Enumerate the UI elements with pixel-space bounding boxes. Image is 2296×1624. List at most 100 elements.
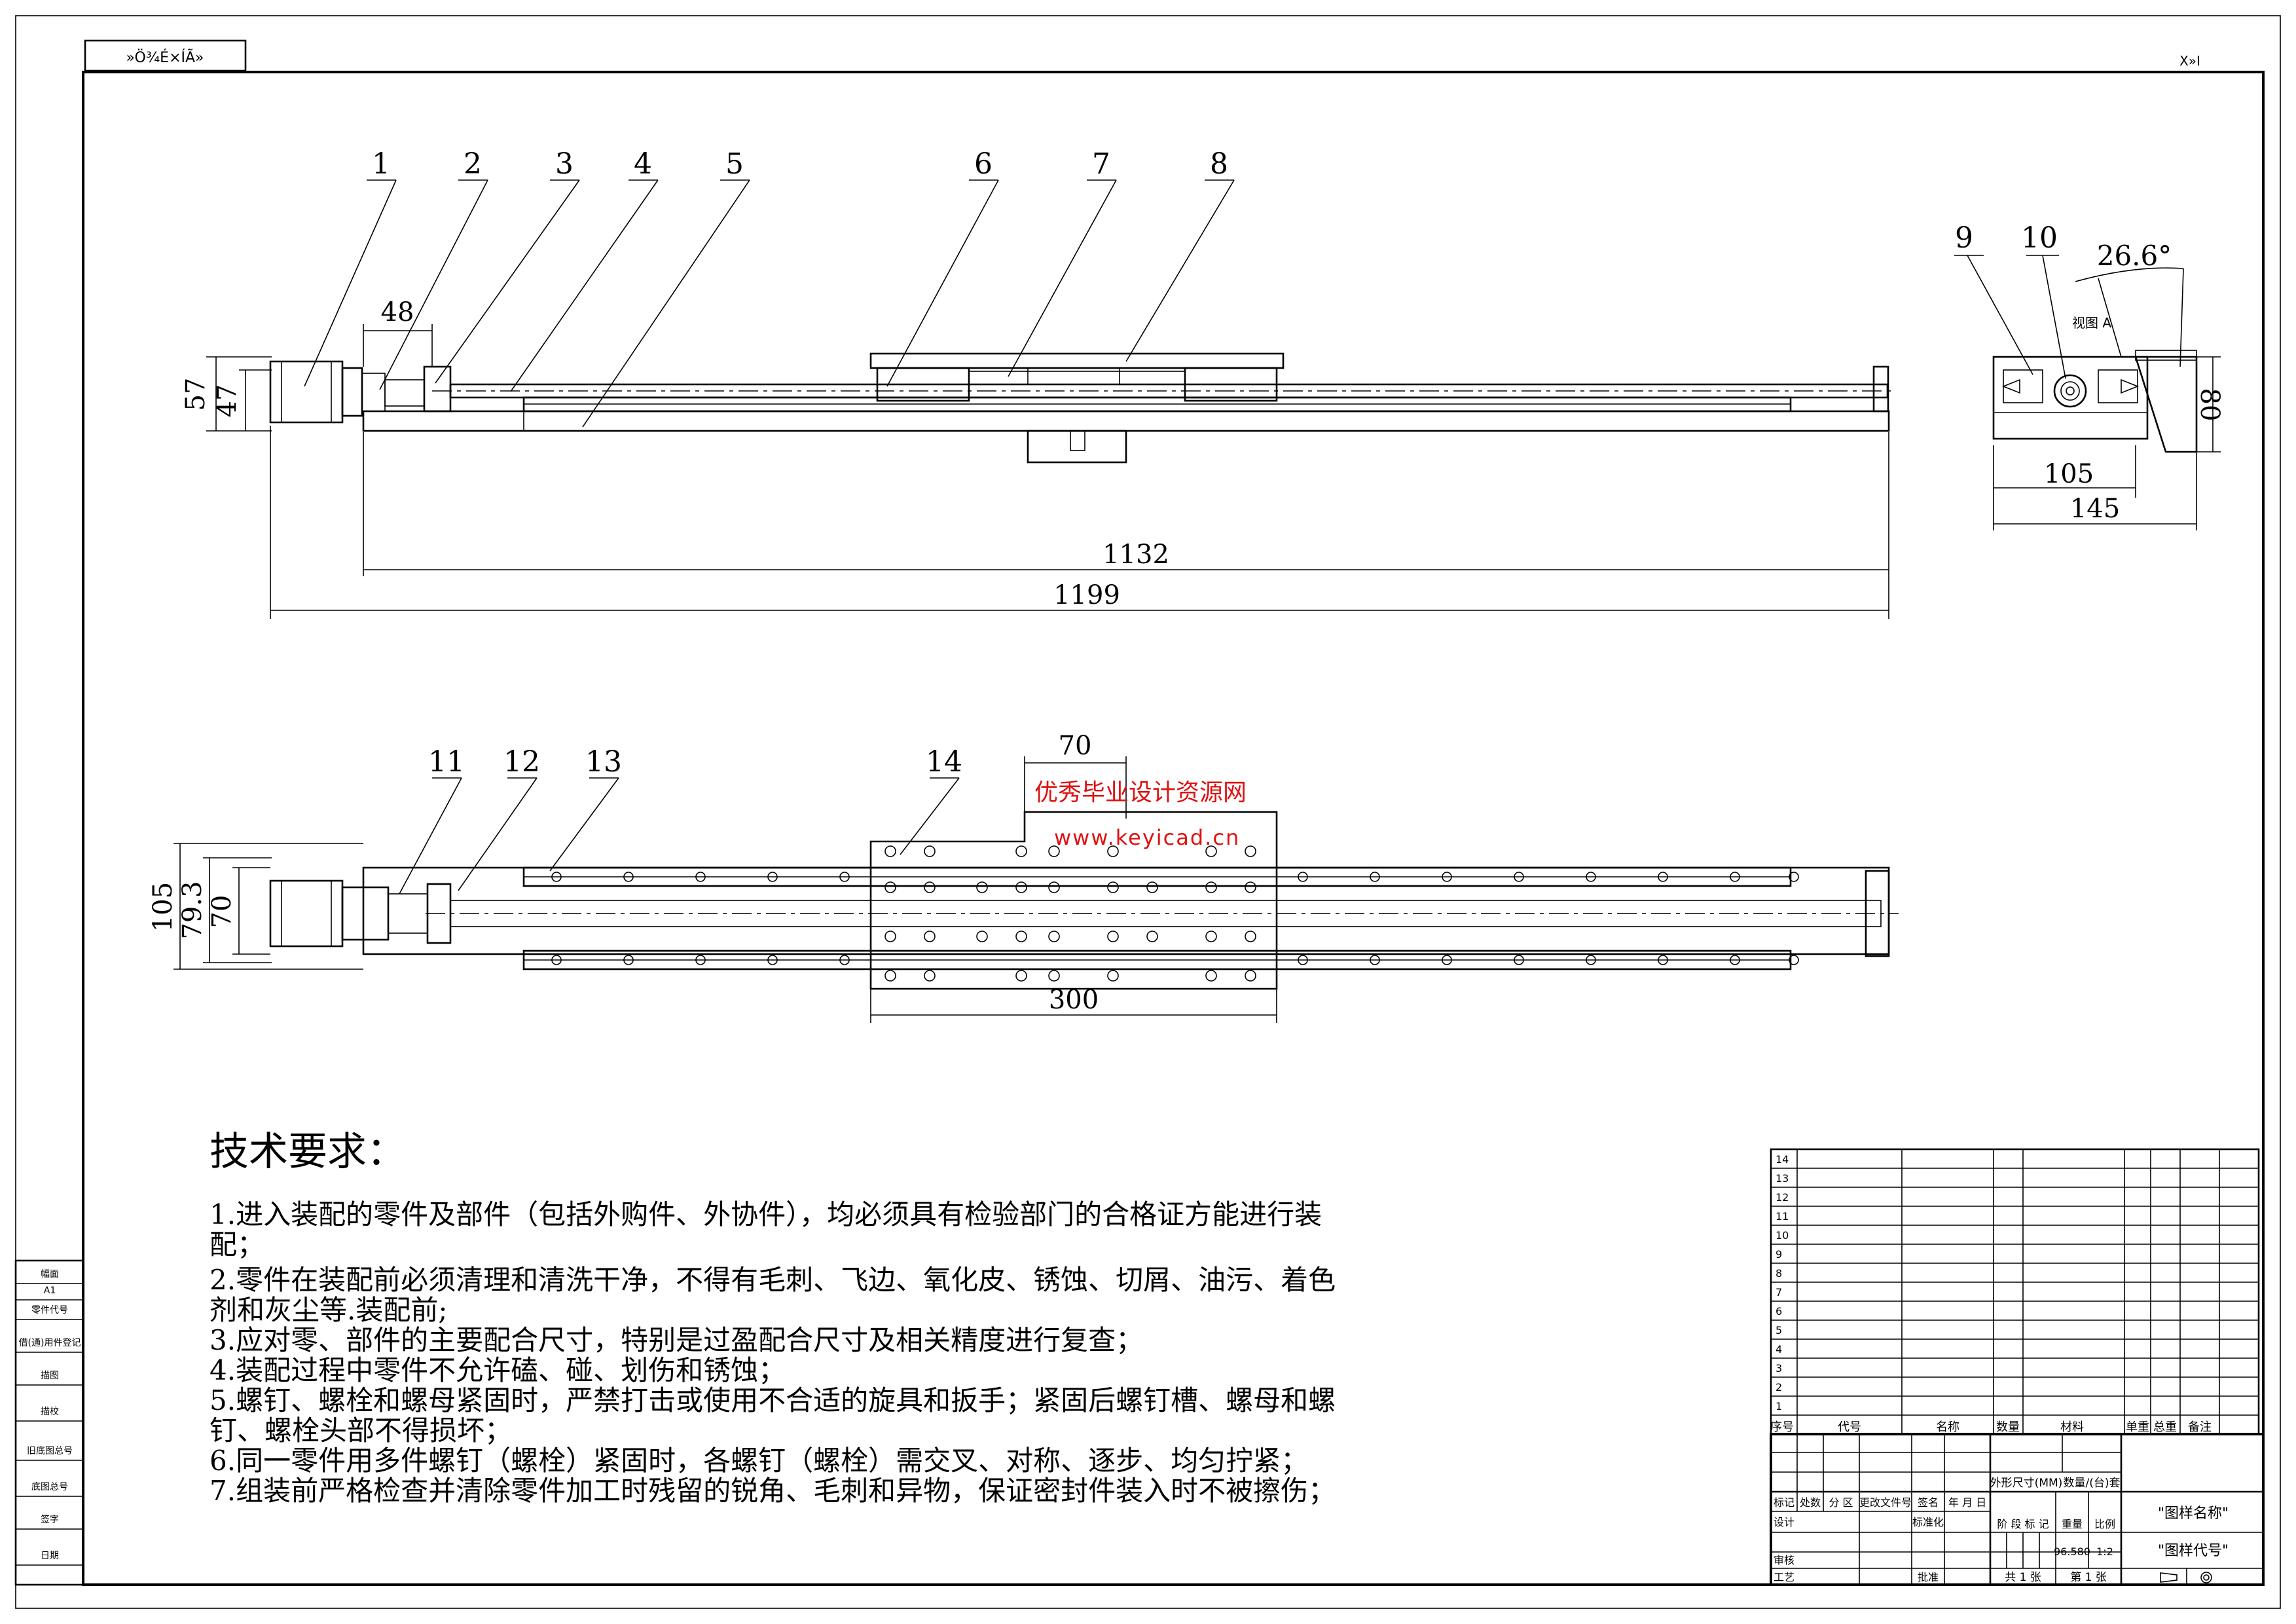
left-strip-label: 描图: [41, 1371, 59, 1381]
svg-text:阶 段 标 记: 阶 段 标 记: [1997, 1518, 2049, 1530]
carriage-bolt-hole: [1205, 845, 1217, 857]
left-strip-label: 借(通)用件登记: [19, 1338, 81, 1348]
rail-bolt-hole: [551, 872, 562, 882]
carriage-bolt-hole: [1205, 931, 1217, 942]
svg-text:第 1 张: 第 1 张: [2070, 1571, 2107, 1584]
rail-bolt-hole: [767, 872, 778, 882]
rail-bolt-hole: [1730, 872, 1740, 882]
svg-text:外形尺寸(MM): 外形尺寸(MM): [1990, 1477, 2063, 1490]
rail-bolt-hole: [1370, 872, 1380, 882]
carriage-bolt-hole: [1245, 845, 1256, 857]
bom-row-number: 8: [1776, 1267, 1782, 1280]
svg-text:7: 7: [1092, 147, 1110, 181]
bom-row-number: 14: [1776, 1153, 1789, 1166]
side-callouts: 9 10: [1954, 221, 2066, 379]
drawing-code: "图样代号": [2158, 1543, 2229, 1559]
svg-text:12: 12: [503, 745, 540, 779]
svg-text:标记: 标记: [1774, 1496, 1795, 1509]
requirement-line: 4.装配过程中零件不允许磕、碰、划伤和锈蚀；: [210, 1354, 786, 1386]
watermark-line1: 优秀毕业设计资源网: [1034, 779, 1247, 806]
svg-text:审核: 审核: [1774, 1554, 1795, 1566]
carriage-bolt-hole: [1245, 970, 1256, 982]
left-strip-label: 描校: [41, 1406, 59, 1417]
rail-bolt-hole: [767, 955, 778, 965]
svg-text:比例: 比例: [2094, 1518, 2115, 1530]
top-right-code: Ⅹ»Ⅰ: [2179, 53, 2200, 69]
svg-text:70: 70: [1059, 731, 1092, 761]
svg-text:26.6°: 26.6°: [2097, 240, 2172, 272]
bom-row-number: 13: [1776, 1172, 1789, 1185]
svg-text:80: 80: [2195, 388, 2225, 422]
carriage-bolt-hole: [1205, 881, 1217, 893]
carriage-bolt-hole: [924, 970, 936, 982]
rail-bolt-hole: [623, 872, 634, 882]
outer-border: [15, 15, 2281, 1609]
left-strip-label: 底图总号: [31, 1482, 68, 1492]
requirement-line: 剂和灰尘等.装配前;: [210, 1294, 448, 1326]
bom-row-number: 12: [1776, 1191, 1789, 1204]
rail-bolt-hole: [1298, 955, 1308, 965]
bom-header: 序号: [1770, 1420, 1794, 1434]
carriage-bolt-hole: [1107, 881, 1119, 893]
svg-text:1132: 1132: [1102, 540, 1169, 570]
left-strip-label: A1: [44, 1285, 56, 1296]
requirement-line: 3.应对零、部件的主要配合尺寸，特别是过盈配合尺寸及相关精度进行复查；: [210, 1324, 1144, 1356]
requirement-line: 6.同一零件用多件螺钉（螺栓）紧固时，各螺钉（螺栓）需交叉、对称、逐步、均匀拧紧…: [210, 1445, 1309, 1477]
bom-header: 数量: [1996, 1420, 2020, 1434]
plan-dims: 70 300 105 79.3 70: [148, 731, 1277, 1023]
requirement-line: 2.零件在装配前必须清理和清洗干净，不得有毛刺、飞边、氧化皮、锈蚀、切屑、油污、…: [210, 1264, 1336, 1296]
bom-row-number: 9: [1776, 1248, 1782, 1261]
svg-text:11: 11: [428, 745, 465, 779]
carriage-bolt-hole: [884, 931, 896, 942]
bom-header: 单重: [2126, 1420, 2149, 1434]
svg-text:300: 300: [1049, 985, 1099, 1015]
carriage-bolt-hole: [924, 931, 936, 942]
svg-text:签名: 签名: [1918, 1496, 1939, 1509]
carriage-bolt-hole: [884, 881, 896, 893]
rail-bolt-hole: [1658, 872, 1668, 882]
svg-text:3: 3: [555, 147, 574, 181]
requirement-line: 7.组装前严格检查并清除零件加工时残留的锐角、毛刺和异物，保证密封件装入时不被擦…: [210, 1475, 1336, 1507]
svg-text:分 区: 分 区: [1829, 1496, 1853, 1509]
carriage-bolt-hole: [1048, 845, 1060, 857]
carriage-bolt-hole: [976, 881, 988, 893]
bom-table: 1413121110987654321序号代号名称数量材料单重总重备注: [1770, 1148, 2260, 1435]
stamp-box: [84, 39, 247, 72]
left-strip-label: 旧底图总号: [27, 1446, 73, 1456]
plan-view: [269, 811, 1899, 990]
rail-bolt-hole: [551, 955, 562, 965]
svg-text:57: 57: [181, 378, 211, 411]
watermark-line2: www.keyicad.cn: [1054, 825, 1240, 850]
carriage-bolt-hole: [884, 970, 896, 982]
rail-bolt-hole: [623, 955, 634, 965]
bom-row-number: 7: [1776, 1286, 1782, 1299]
rail-bolt-hole: [1586, 872, 1596, 882]
svg-text:标准化: 标准化: [1912, 1516, 1944, 1528]
svg-text:13: 13: [585, 745, 622, 779]
carriage-bolt-hole: [924, 845, 936, 857]
svg-text:4: 4: [634, 147, 652, 181]
bom-row-number: 10: [1776, 1229, 1789, 1242]
carriage-bolt-hole: [924, 881, 936, 893]
bom-row-number: 2: [1776, 1381, 1782, 1393]
svg-text:年 月 日: 年 月 日: [1948, 1496, 1986, 1509]
left-strip-label: 零件代号: [31, 1305, 68, 1316]
carriage-bolt-hole: [1245, 881, 1256, 893]
plan-callouts: 11 12 13 14: [399, 745, 962, 895]
plan-holes: [551, 845, 1799, 982]
svg-text:1199: 1199: [1053, 580, 1120, 610]
front-view: [269, 352, 1895, 464]
rail-bolt-hole: [1514, 872, 1524, 882]
front-callouts: 1 2 3 4 5 6 7 8: [304, 147, 1235, 428]
carriage-bolt-hole: [1107, 970, 1119, 982]
svg-text:145: 145: [2070, 494, 2120, 524]
bom-row-number: 5: [1776, 1324, 1782, 1337]
svg-text:2: 2: [464, 147, 482, 181]
rail-bolt-hole: [839, 872, 850, 882]
view-label: 视图 A: [2072, 315, 2111, 331]
requirement-line: 1.进入装配的零件及部件（包括外购件、外协件），均必须具有检验部门的合格证方能进…: [210, 1198, 1322, 1230]
rail-bolt-hole: [1442, 955, 1452, 965]
rail-bolt-hole: [1370, 955, 1380, 965]
svg-text:6: 6: [974, 147, 993, 181]
left-strip-label: 幅面: [41, 1269, 59, 1280]
